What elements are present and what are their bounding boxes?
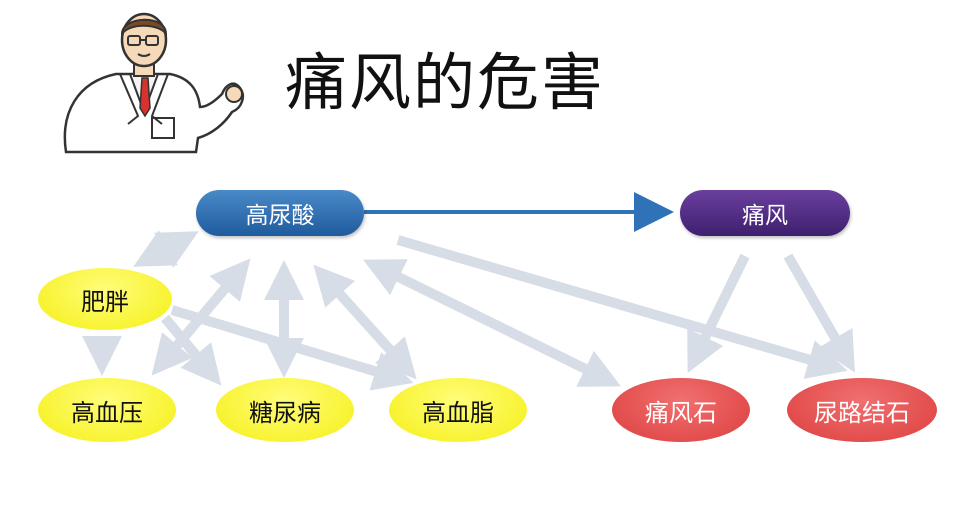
node-hypertension: 高血压 bbox=[38, 378, 176, 442]
node-hyperlipidemia: 高血脂 bbox=[389, 378, 527, 442]
node-tophi: 痛风石 bbox=[612, 378, 750, 442]
page-title: 痛风的危害 bbox=[285, 46, 606, 119]
node-gout: 痛风 bbox=[680, 190, 850, 236]
link-uric-urinary bbox=[396, 235, 848, 379]
link-uric-tophi bbox=[363, 259, 621, 387]
node-obesity: 肥胖 bbox=[38, 268, 172, 330]
link-gout-urinary bbox=[783, 253, 855, 373]
node-diabetes: 糖尿病 bbox=[216, 378, 354, 442]
link-gout-tophi bbox=[687, 253, 750, 373]
node-urinary-stones: 尿路结石 bbox=[787, 378, 937, 442]
link-hypertension-uric bbox=[151, 258, 251, 376]
doctor-icon bbox=[63, 12, 244, 154]
node-high-uric-acid: 高尿酸 bbox=[196, 190, 364, 236]
link-obesity-uric bbox=[133, 230, 199, 268]
